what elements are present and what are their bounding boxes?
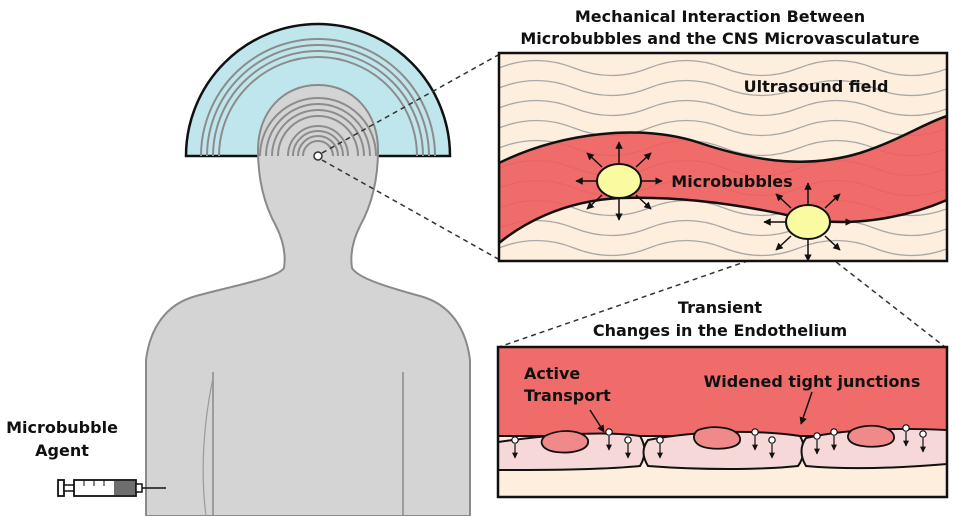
- mechanical-title-line1: Mechanical Interaction Between: [575, 7, 865, 26]
- focal-point: [313, 151, 323, 161]
- mechanical-title-line2: Microbubbles and the CNS Microvasculatur…: [520, 29, 919, 48]
- microbubble: [763, 182, 853, 262]
- microbubble-agent-label-line2: Agent: [35, 441, 89, 460]
- ultrasound-field-label: Ultrasound field: [744, 77, 889, 96]
- cell-nucleus: [540, 430, 589, 454]
- tight-junction-pointer: [799, 391, 813, 425]
- endothelium-panel: [496, 345, 949, 499]
- active-transport-label-line2: Transport: [524, 386, 611, 405]
- human-silhouette: [145, 83, 471, 516]
- widened-tight-junctions-label: Widened tight junctions: [704, 372, 921, 391]
- active-transport-pointer: [589, 409, 605, 433]
- transient-title-line2: Changes in the Endothelium: [593, 321, 847, 340]
- active-transport-label-line1: Active: [524, 364, 580, 383]
- microbubble-agent-label-line1: Microbubble: [6, 418, 118, 437]
- head-ultrasound-waves: [259, 97, 377, 161]
- endothelial-cell: [642, 430, 805, 470]
- microbubbles-label: Microbubbles: [671, 172, 792, 191]
- transport-vesicles: [511, 424, 927, 459]
- mechanical-interaction-panel: [497, 51, 949, 263]
- cell-nucleus: [847, 424, 895, 448]
- syringe-icon: [57, 479, 166, 497]
- cell-nucleus: [693, 426, 741, 450]
- microbubble: [575, 141, 663, 221]
- transient-title-line1: Transient: [678, 298, 762, 317]
